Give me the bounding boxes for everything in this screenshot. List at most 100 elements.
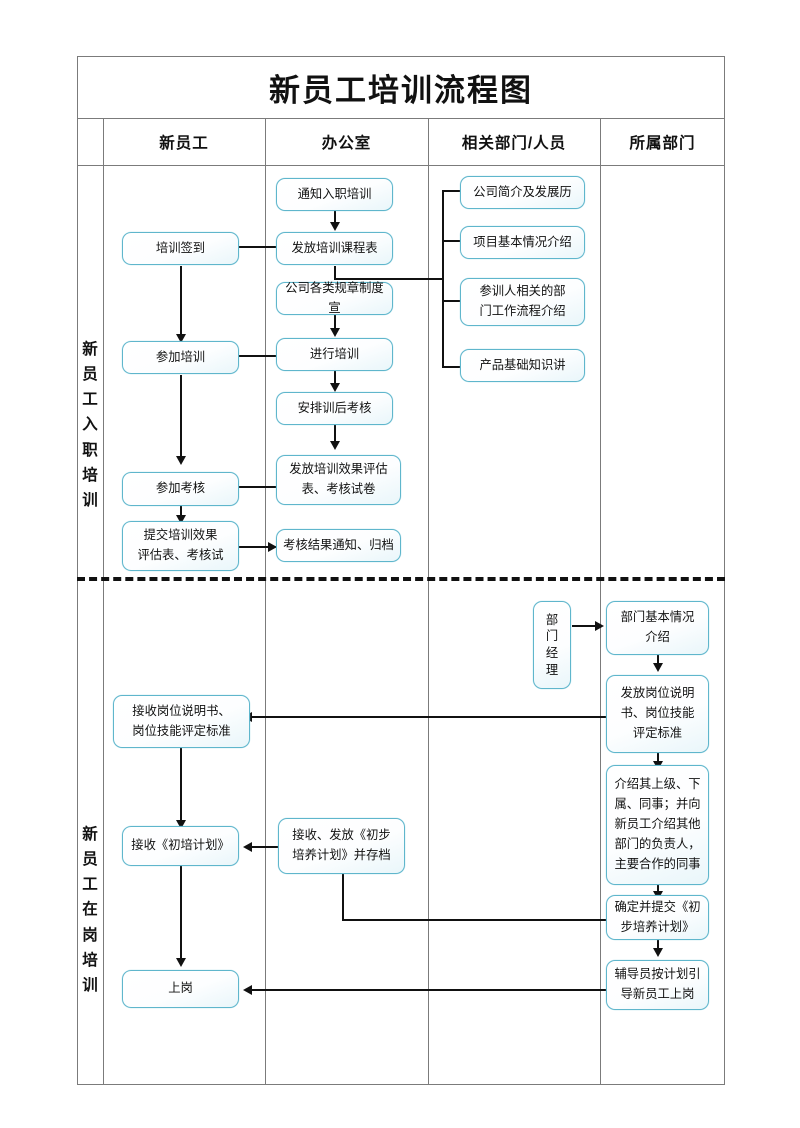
- lane-char: 新: [82, 826, 98, 844]
- node-line: 主要合作的同事: [614, 856, 701, 871]
- node-dept-basic-intro[interactable]: 部门基本情况 介绍: [606, 601, 709, 655]
- node-receive-initial-plan[interactable]: 接收《初培计划》: [122, 826, 239, 866]
- arrow-n08-n10: [330, 328, 340, 337]
- node-line: 新员工介绍其他: [614, 817, 701, 832]
- node-line: 确定并提交《初: [614, 899, 701, 914]
- column-rule-3: [600, 118, 602, 1085]
- connector-n23-to-n22-h: [342, 919, 614, 922]
- node-line: 部: [545, 612, 559, 627]
- node-attend-assessment[interactable]: 参加考核: [122, 472, 239, 506]
- node-line: 接收、发放《初步: [292, 828, 391, 843]
- connector-n11-n13: [334, 425, 337, 445]
- lane-char: 训: [82, 491, 98, 509]
- node-notify-onboarding[interactable]: 通知入职培训: [276, 178, 393, 211]
- arrow-n19-n21: [176, 820, 186, 829]
- node-line: 评定标准: [632, 725, 683, 740]
- node-submit-eval-form[interactable]: 提交培训效果 评估表、考核试: [122, 521, 239, 571]
- node-line: 接收岗位说明书、: [132, 703, 231, 718]
- lane-char: 训: [82, 976, 98, 994]
- arrow-n02-n09: [176, 334, 186, 343]
- connector-n01-n03: [334, 210, 337, 227]
- node-confirm-submit-plan[interactable]: 确定并提交《初 步培养计划》: [606, 895, 709, 940]
- lane-char: 员: [82, 366, 98, 384]
- lane-char: 入: [82, 416, 98, 434]
- arrow-n23-n25: [653, 948, 663, 957]
- node-line: 参训人相关的部: [479, 284, 566, 299]
- connector-n08-n10: [334, 315, 337, 332]
- node-introduce-colleagues[interactable]: 介绍其上级、下 属、同事；并向 新员工介绍其他 部门的负责人， 主要合作的同事: [606, 765, 709, 885]
- node-line: 岗位技能评定标准: [132, 723, 231, 738]
- lane-char: 培: [82, 951, 98, 969]
- table-outer-frame: [77, 56, 725, 1085]
- node-assessment-result-archive[interactable]: 考核结果通知、归档: [276, 529, 401, 562]
- node-line: 门工作流程介绍: [479, 304, 566, 318]
- node-line: 辅导员按计划引: [614, 967, 701, 982]
- column-header-own-dept: 所属部门: [629, 134, 696, 152]
- connector-n16-n17: [572, 625, 600, 628]
- node-line: 经: [545, 646, 559, 660]
- connector-n19-n21: [180, 748, 183, 824]
- connector-n14-n15: [236, 546, 276, 549]
- node-rules-briefing[interactable]: 公司各类规章制度宣: [276, 281, 393, 315]
- arrow-n12-n14: [176, 515, 186, 524]
- connector-n22-n21: [250, 846, 278, 849]
- bracket-stub-n07: [442, 365, 460, 368]
- connector-n17-n18: [657, 655, 660, 667]
- node-conduct-training[interactable]: 进行培训: [276, 338, 393, 371]
- node-dept-manager[interactable]: 部 门 经 理: [533, 601, 571, 689]
- node-training-signin[interactable]: 培训签到: [122, 232, 239, 265]
- node-line: 部门基本情况: [620, 610, 695, 625]
- node-line: 属、同事；并向: [614, 797, 701, 812]
- header-row-bottom-rule: [77, 165, 725, 167]
- section-divider: [77, 577, 725, 581]
- node-project-overview[interactable]: 项目基本情况介绍: [460, 226, 585, 259]
- node-receive-issue-plan-archive[interactable]: 接收、发放《初步 培养计划》并存档: [278, 818, 405, 874]
- connector-n02-n09: [180, 266, 183, 338]
- lane-char: 在: [82, 901, 98, 919]
- arrow-n09-n12: [176, 456, 186, 465]
- connector-n12-n14: [180, 506, 183, 519]
- bracket-trunk-related-dept: [442, 190, 445, 368]
- connector-n23-to-n22-v: [342, 870, 345, 921]
- title-row-bottom-rule: [77, 118, 725, 120]
- node-line: 发放培训效果评估: [289, 462, 388, 477]
- connector-n09-n12: [180, 375, 183, 460]
- connector-n10-n09: [236, 355, 276, 358]
- node-mentor-guides-newcomer[interactable]: 辅导员按计划引 导新员工上岗: [606, 960, 709, 1010]
- node-line: 书、岗位技能: [620, 706, 695, 721]
- node-start-job[interactable]: 上岗: [122, 970, 239, 1008]
- node-line: 发放岗位说明: [620, 686, 695, 701]
- lane-char: 工: [82, 391, 98, 409]
- connector-n03-n02: [236, 246, 276, 249]
- connector-n10-n11: [334, 370, 337, 387]
- node-line: 导新员工上岗: [620, 987, 695, 1001]
- connector-n23-n25: [657, 940, 660, 952]
- node-arrange-post-assessment[interactable]: 安排训后考核: [276, 392, 393, 425]
- node-line: 提交培训效果: [143, 528, 218, 543]
- arrow-n10-n11: [330, 383, 340, 392]
- node-line: 介绍其上级、下: [614, 777, 701, 792]
- node-dept-workflow-intro[interactable]: 参训人相关的部 门工作流程介绍: [460, 278, 585, 326]
- node-product-basics[interactable]: 产品基础知识讲: [460, 349, 585, 382]
- connector-n25-n24: [250, 989, 612, 992]
- node-company-intro[interactable]: 公司简介及发展历: [460, 176, 585, 209]
- node-attend-training[interactable]: 参加培训: [122, 341, 239, 374]
- arrow-n21-n24: [176, 958, 186, 967]
- connector-n18-n20: [657, 753, 660, 765]
- column-header-related-dept: 相关部门/人员: [461, 134, 567, 152]
- node-issue-job-description[interactable]: 发放岗位说明 书、岗位技能 评定标准: [606, 675, 709, 753]
- connector-n20-n23: [657, 885, 660, 895]
- node-receive-job-description[interactable]: 接收岗位说明书、 岗位技能评定标准: [113, 695, 250, 748]
- column-header-new-employee: 新员工: [159, 134, 209, 152]
- connector-n21-n24: [180, 866, 183, 962]
- node-issue-eval-form[interactable]: 发放培训效果评估 表、考核试卷: [276, 455, 401, 505]
- node-line: 培养计划》并存档: [292, 848, 391, 862]
- column-rule-1: [265, 118, 267, 1085]
- arrow-n16-n17: [595, 620, 604, 631]
- arrow-n14-n15: [268, 541, 277, 552]
- connector-n03-down: [334, 266, 337, 280]
- lane-char: 培: [82, 466, 98, 484]
- node-line: 介绍: [645, 630, 670, 644]
- connector-n18-n19: [250, 716, 612, 719]
- node-issue-course-schedule[interactable]: 发放培训课程表: [276, 232, 393, 265]
